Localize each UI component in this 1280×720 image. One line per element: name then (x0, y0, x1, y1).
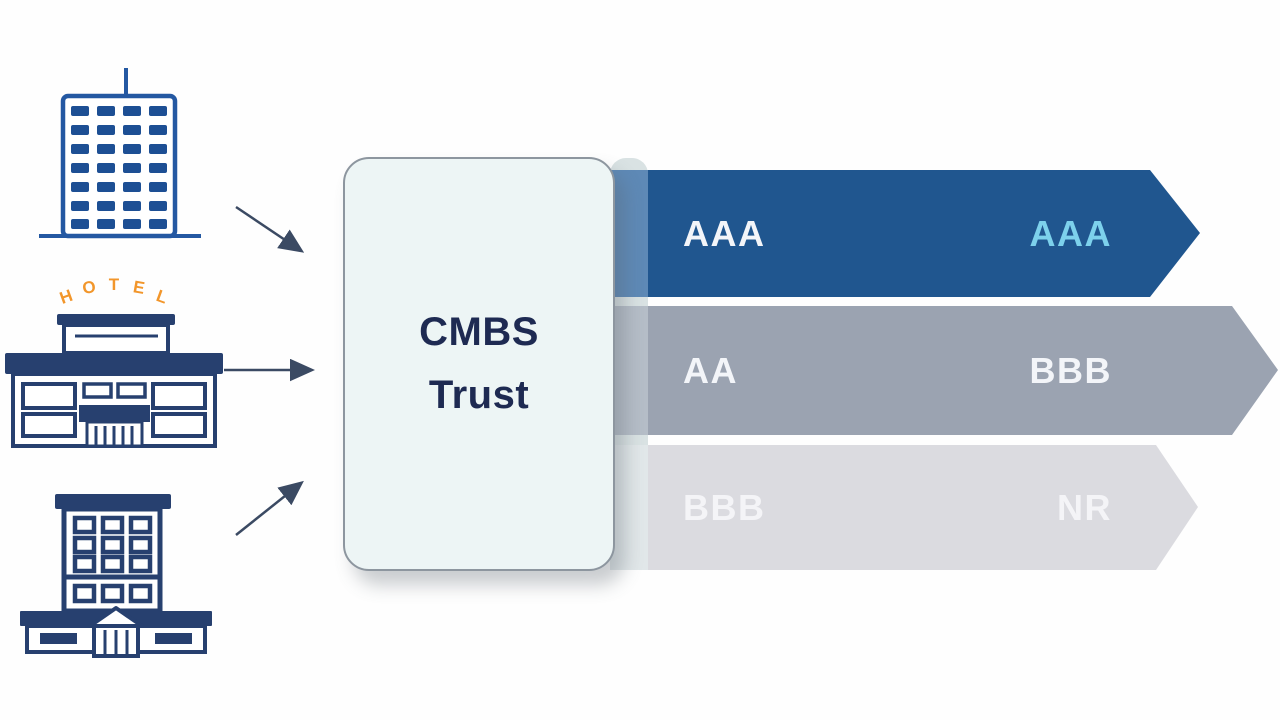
tranche-band-junior-arrow (648, 445, 1198, 570)
svg-text:E: E (132, 277, 146, 298)
tranche-band-mezzanine (610, 306, 1278, 435)
tranche-band-senior (610, 170, 1200, 297)
office-building-icon (39, 68, 201, 239)
cmbs-trust-title-line2: Trust (428, 373, 530, 417)
apartment-mid-windows (72, 583, 153, 604)
arrow-office-to-trust (235, 205, 305, 253)
cmbs-trust-title-line1: CMBS (419, 310, 539, 354)
tranche-band-junior (610, 445, 1198, 570)
svg-text:O: O (81, 277, 97, 298)
tranche-band-junior-bevel (610, 445, 650, 570)
tranche-band-mezzanine-bevel (610, 306, 650, 435)
apartment-building-icon (20, 494, 212, 658)
svg-text:T: T (109, 275, 120, 294)
tranche2-left-rating: AA (683, 349, 738, 391)
cmbs-trust-title: CMBS Trust (419, 301, 539, 427)
tranche-band-senior-arrow (648, 170, 1200, 297)
hotel-icon: H O T E L (5, 275, 223, 448)
hotel-canopy (79, 405, 150, 422)
cmbs-trust-box: CMBS Trust (343, 157, 615, 571)
hotel-sign-text: H O T E L (57, 275, 170, 308)
apartment-roof (55, 494, 171, 509)
office-windows (71, 106, 167, 229)
tranche1-right-rating: AAA (1029, 212, 1112, 254)
tranche3-left-rating: BBB (683, 486, 766, 528)
portico-columns (103, 630, 129, 656)
apartment-upper-windows (72, 515, 153, 574)
tranche1-left-rating: AAA (683, 212, 766, 254)
tranche2-right-rating: BBB (1029, 349, 1112, 391)
tranche3-right-rating: NR (1057, 486, 1112, 528)
hotel-roof (5, 353, 223, 374)
tranche-band-senior-bevel (610, 170, 650, 297)
arrow-apartment-to-trust (235, 480, 304, 536)
hotel-door-bars (94, 426, 134, 446)
svg-text:H: H (57, 286, 75, 308)
tranche-band-mezzanine-arrow (648, 306, 1278, 435)
svg-text:L: L (154, 286, 170, 307)
